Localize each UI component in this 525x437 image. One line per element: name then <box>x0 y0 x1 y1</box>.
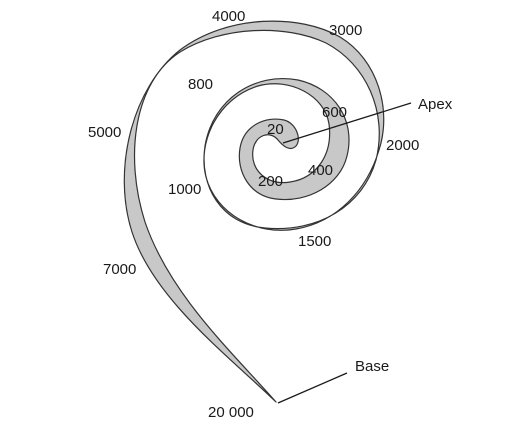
freq-label-600: 600 <box>322 104 347 121</box>
apex-pointer-line <box>282 102 412 144</box>
freq-label-1500: 1500 <box>298 233 331 250</box>
base-pointer-line <box>277 372 348 404</box>
freq-label-2000: 2000 <box>386 137 419 154</box>
freq-label-5000: 5000 <box>88 124 121 141</box>
freq-label-400: 400 <box>308 162 333 179</box>
base-label: Base <box>355 358 389 375</box>
basilar-membrane-spiral <box>123 20 385 403</box>
freq-label-4000: 4000 <box>212 8 245 25</box>
apex-label: Apex <box>418 96 453 113</box>
freq-label-3000: 3000 <box>329 22 362 39</box>
freq-label-20000: 20 000 <box>208 404 254 421</box>
freq-label-1000: 1000 <box>168 181 201 198</box>
freq-label-800: 800 <box>188 76 213 93</box>
freq-label-200: 200 <box>258 173 283 190</box>
freq-label-7000: 7000 <box>103 261 136 278</box>
freq-label-20: 20 <box>267 121 284 138</box>
